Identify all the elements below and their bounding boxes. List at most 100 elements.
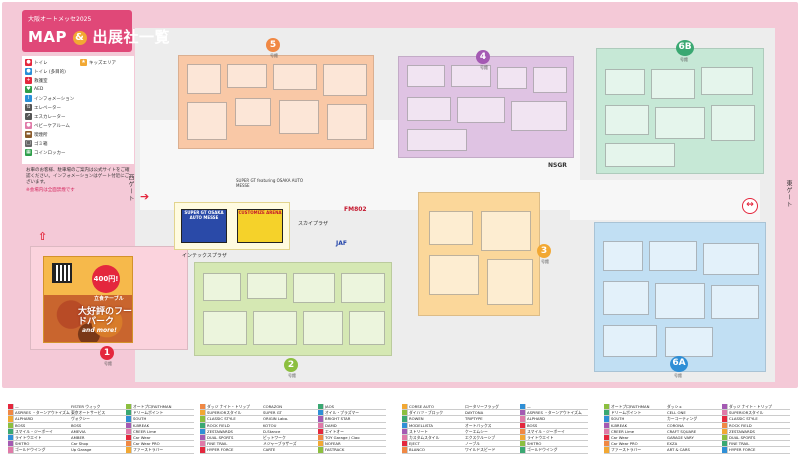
booth[interactable]: [273, 64, 317, 90]
booth[interactable]: [603, 281, 649, 315]
hall-color-swatch: [520, 410, 526, 416]
customize-arena[interactable]: CUSTOMIZE ARENA: [237, 209, 283, 243]
booth[interactable]: [655, 283, 705, 319]
booth[interactable]: [703, 243, 759, 275]
booth[interactable]: [605, 105, 649, 135]
booth[interactable]: [497, 67, 527, 89]
exhibitor-name: AMBER: [71, 434, 85, 440]
hall-4[interactable]: [398, 56, 574, 158]
booth[interactable]: [327, 104, 367, 140]
exhibitor-row[interactable]: ASPIRES ・ターンアウトイズム東京オートサービスドリームポイント: [8, 410, 194, 417]
booth[interactable]: [247, 273, 287, 299]
hall-5[interactable]: [178, 55, 374, 149]
legend-label: 喫煙所: [34, 132, 48, 138]
booth[interactable]: [605, 143, 675, 167]
exhibitor-name: カーコーティング: [667, 416, 698, 422]
food-park-promo[interactable]: 400円! 立食テーブル 大好評のフードパーク and more!: [43, 256, 133, 343]
exhibitor-row[interactable]: カスタムスタイルエクスクルーシブライトウエイト: [402, 434, 588, 442]
booth[interactable]: [303, 311, 343, 345]
booth[interactable]: [203, 311, 247, 345]
booth[interactable]: [341, 273, 385, 303]
qr-code-icon[interactable]: [52, 263, 72, 283]
booth[interactable]: [603, 241, 643, 271]
booth[interactable]: [711, 105, 755, 141]
booth[interactable]: [279, 100, 319, 134]
booth[interactable]: [429, 211, 473, 245]
hall-color-swatch: [402, 410, 408, 416]
exhibitor-row[interactable]: —FISTER ウィックオートプロFAITHMAN: [8, 404, 194, 411]
booth[interactable]: [651, 69, 695, 99]
booth[interactable]: [711, 285, 759, 319]
exhibitor-name: NOFEAR: [325, 441, 341, 447]
hall-6a[interactable]: [594, 222, 766, 372]
booth[interactable]: [511, 101, 567, 131]
booth[interactable]: [533, 67, 567, 93]
booth[interactable]: [655, 107, 705, 139]
booth[interactable]: [293, 273, 335, 303]
legend-item: ⇅ エレベーター: [25, 104, 61, 111]
booth[interactable]: [235, 98, 271, 126]
booth[interactable]: [203, 273, 241, 301]
exhibitor-name: スマイル・ジーボーイ: [527, 428, 565, 434]
booth[interactable]: [603, 325, 657, 357]
booth[interactable]: [407, 129, 467, 151]
exhibitor-row[interactable]: ストリートケーエムシースマイル・ジーボーイ: [402, 428, 588, 435]
hall-3[interactable]: [418, 192, 540, 316]
legend-item: ★ キッズエリア: [80, 59, 116, 66]
booth[interactable]: [649, 241, 697, 271]
booth[interactable]: [253, 311, 297, 345]
hall-color-swatch: [318, 447, 324, 453]
booth[interactable]: [665, 327, 713, 357]
booth[interactable]: [457, 97, 505, 123]
booth[interactable]: [487, 259, 533, 305]
booth[interactable]: [429, 255, 479, 295]
hall-2[interactable]: [194, 262, 392, 356]
booth[interactable]: [481, 211, 531, 251]
intex-plaza[interactable]: SUPER GT OSAKA AUTO MESSE CUSTOMIZE AREN…: [174, 202, 290, 250]
booth[interactable]: [605, 69, 645, 95]
booth[interactable]: [349, 311, 385, 345]
hall-color-swatch: [200, 434, 206, 441]
booth[interactable]: [701, 67, 753, 95]
hall-1-tag: 号館: [104, 361, 112, 366]
hall-6b[interactable]: [596, 48, 764, 174]
booth[interactable]: [227, 64, 267, 88]
booth[interactable]: [407, 97, 451, 121]
booth[interactable]: [323, 64, 367, 96]
super-gt-arena[interactable]: SUPER GT OSAKA AUTO MESSE: [181, 209, 227, 243]
booth[interactable]: [187, 64, 221, 94]
booth[interactable]: [187, 102, 227, 140]
exhibitor-name: ASPIRES ・ターンアウトイズム: [527, 410, 582, 416]
booth[interactable]: [407, 65, 445, 87]
booth[interactable]: [451, 65, 491, 87]
